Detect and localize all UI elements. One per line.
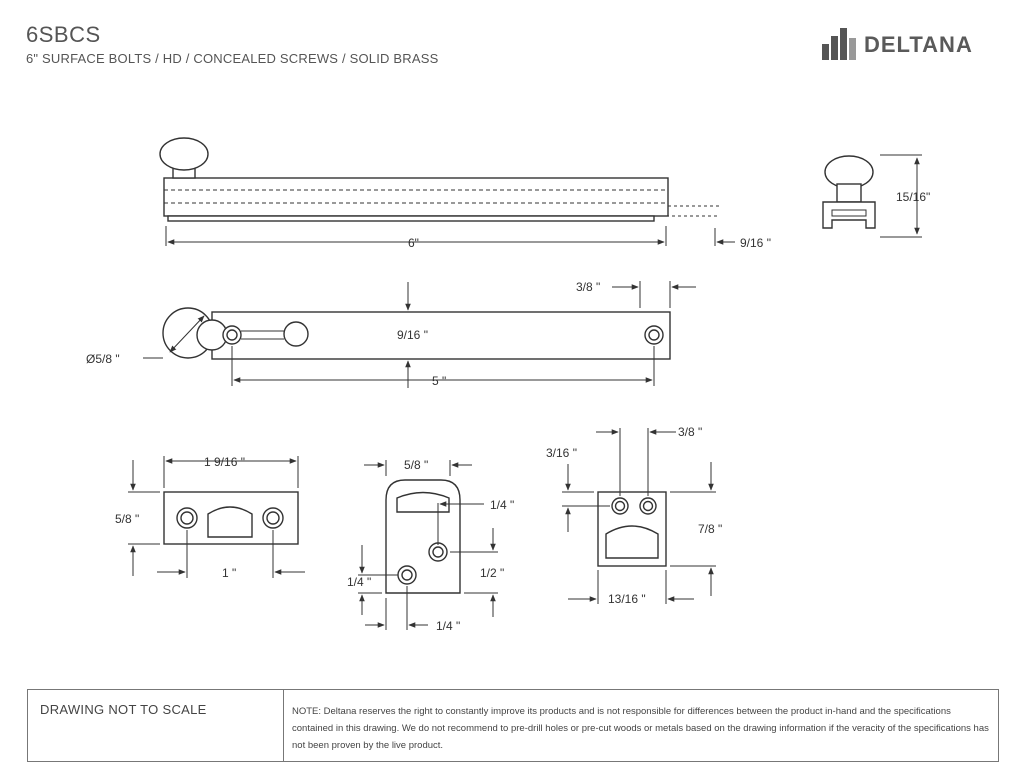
dim-plate-height: 7/8 "	[698, 522, 722, 536]
dim-keeper-length: 1 9/16 "	[204, 455, 245, 469]
bolt-top-view	[143, 281, 696, 388]
product-description: 6" SURFACE BOLTS / HD / CONCEALED SCREWS…	[26, 51, 439, 66]
dim-hole-spacing: 5 "	[432, 374, 446, 388]
strike-plate-part	[562, 428, 716, 604]
guide-part	[358, 460, 498, 630]
dim-throw: 9/16 "	[740, 236, 771, 250]
footer-box: DRAWING NOT TO SCALE NOTE: Deltana reser…	[27, 689, 999, 762]
model-number: 6SBCS	[26, 22, 101, 47]
bolt-side-view	[159, 137, 735, 246]
dim-width: 9/16 "	[397, 328, 428, 342]
scale-note: DRAWING NOT TO SCALE	[40, 702, 207, 717]
brand-name: DELTANA	[864, 32, 973, 57]
brand-logo: DELTANA	[820, 24, 1005, 64]
disclaimer-note: NOTE: Deltana reserves the right to cons…	[292, 706, 989, 751]
keeper-part	[128, 456, 305, 578]
dim-keeper-width: 5/8 "	[115, 512, 139, 526]
technical-drawing: 6" 9/16 " 15/16" 3/8 " 9/16 " Ø5/8 " 5 "…	[86, 137, 930, 633]
dim-plate-hole-left: 3/16 "	[546, 446, 577, 460]
dim-keeper-hole-spacing: 1 "	[222, 566, 236, 580]
dim-guide-left-offset: 1/4 "	[436, 619, 460, 633]
dim-guide-bottom-offset: 1/4 "	[347, 575, 371, 589]
bolt-end-view	[822, 154, 922, 238]
dim-plate-width: 13/16 "	[608, 592, 646, 606]
dim-knob-diameter: Ø5/8 "	[86, 352, 120, 366]
dim-edge-offset: 3/8 "	[576, 280, 600, 294]
scale-note-cell: DRAWING NOT TO SCALE	[28, 690, 284, 761]
dim-guide-width: 5/8 "	[404, 458, 428, 472]
deltana-bars-logo-icon	[822, 28, 856, 60]
dim-guide-hole-vertical: 1/2 "	[480, 566, 504, 580]
dim-overall-length: 6"	[408, 236, 419, 250]
dim-plate-hole-spacing: 3/8 "	[678, 425, 702, 439]
dim-height: 15/16"	[896, 190, 930, 204]
dim-guide-hole-offset: 1/4 "	[490, 498, 514, 512]
